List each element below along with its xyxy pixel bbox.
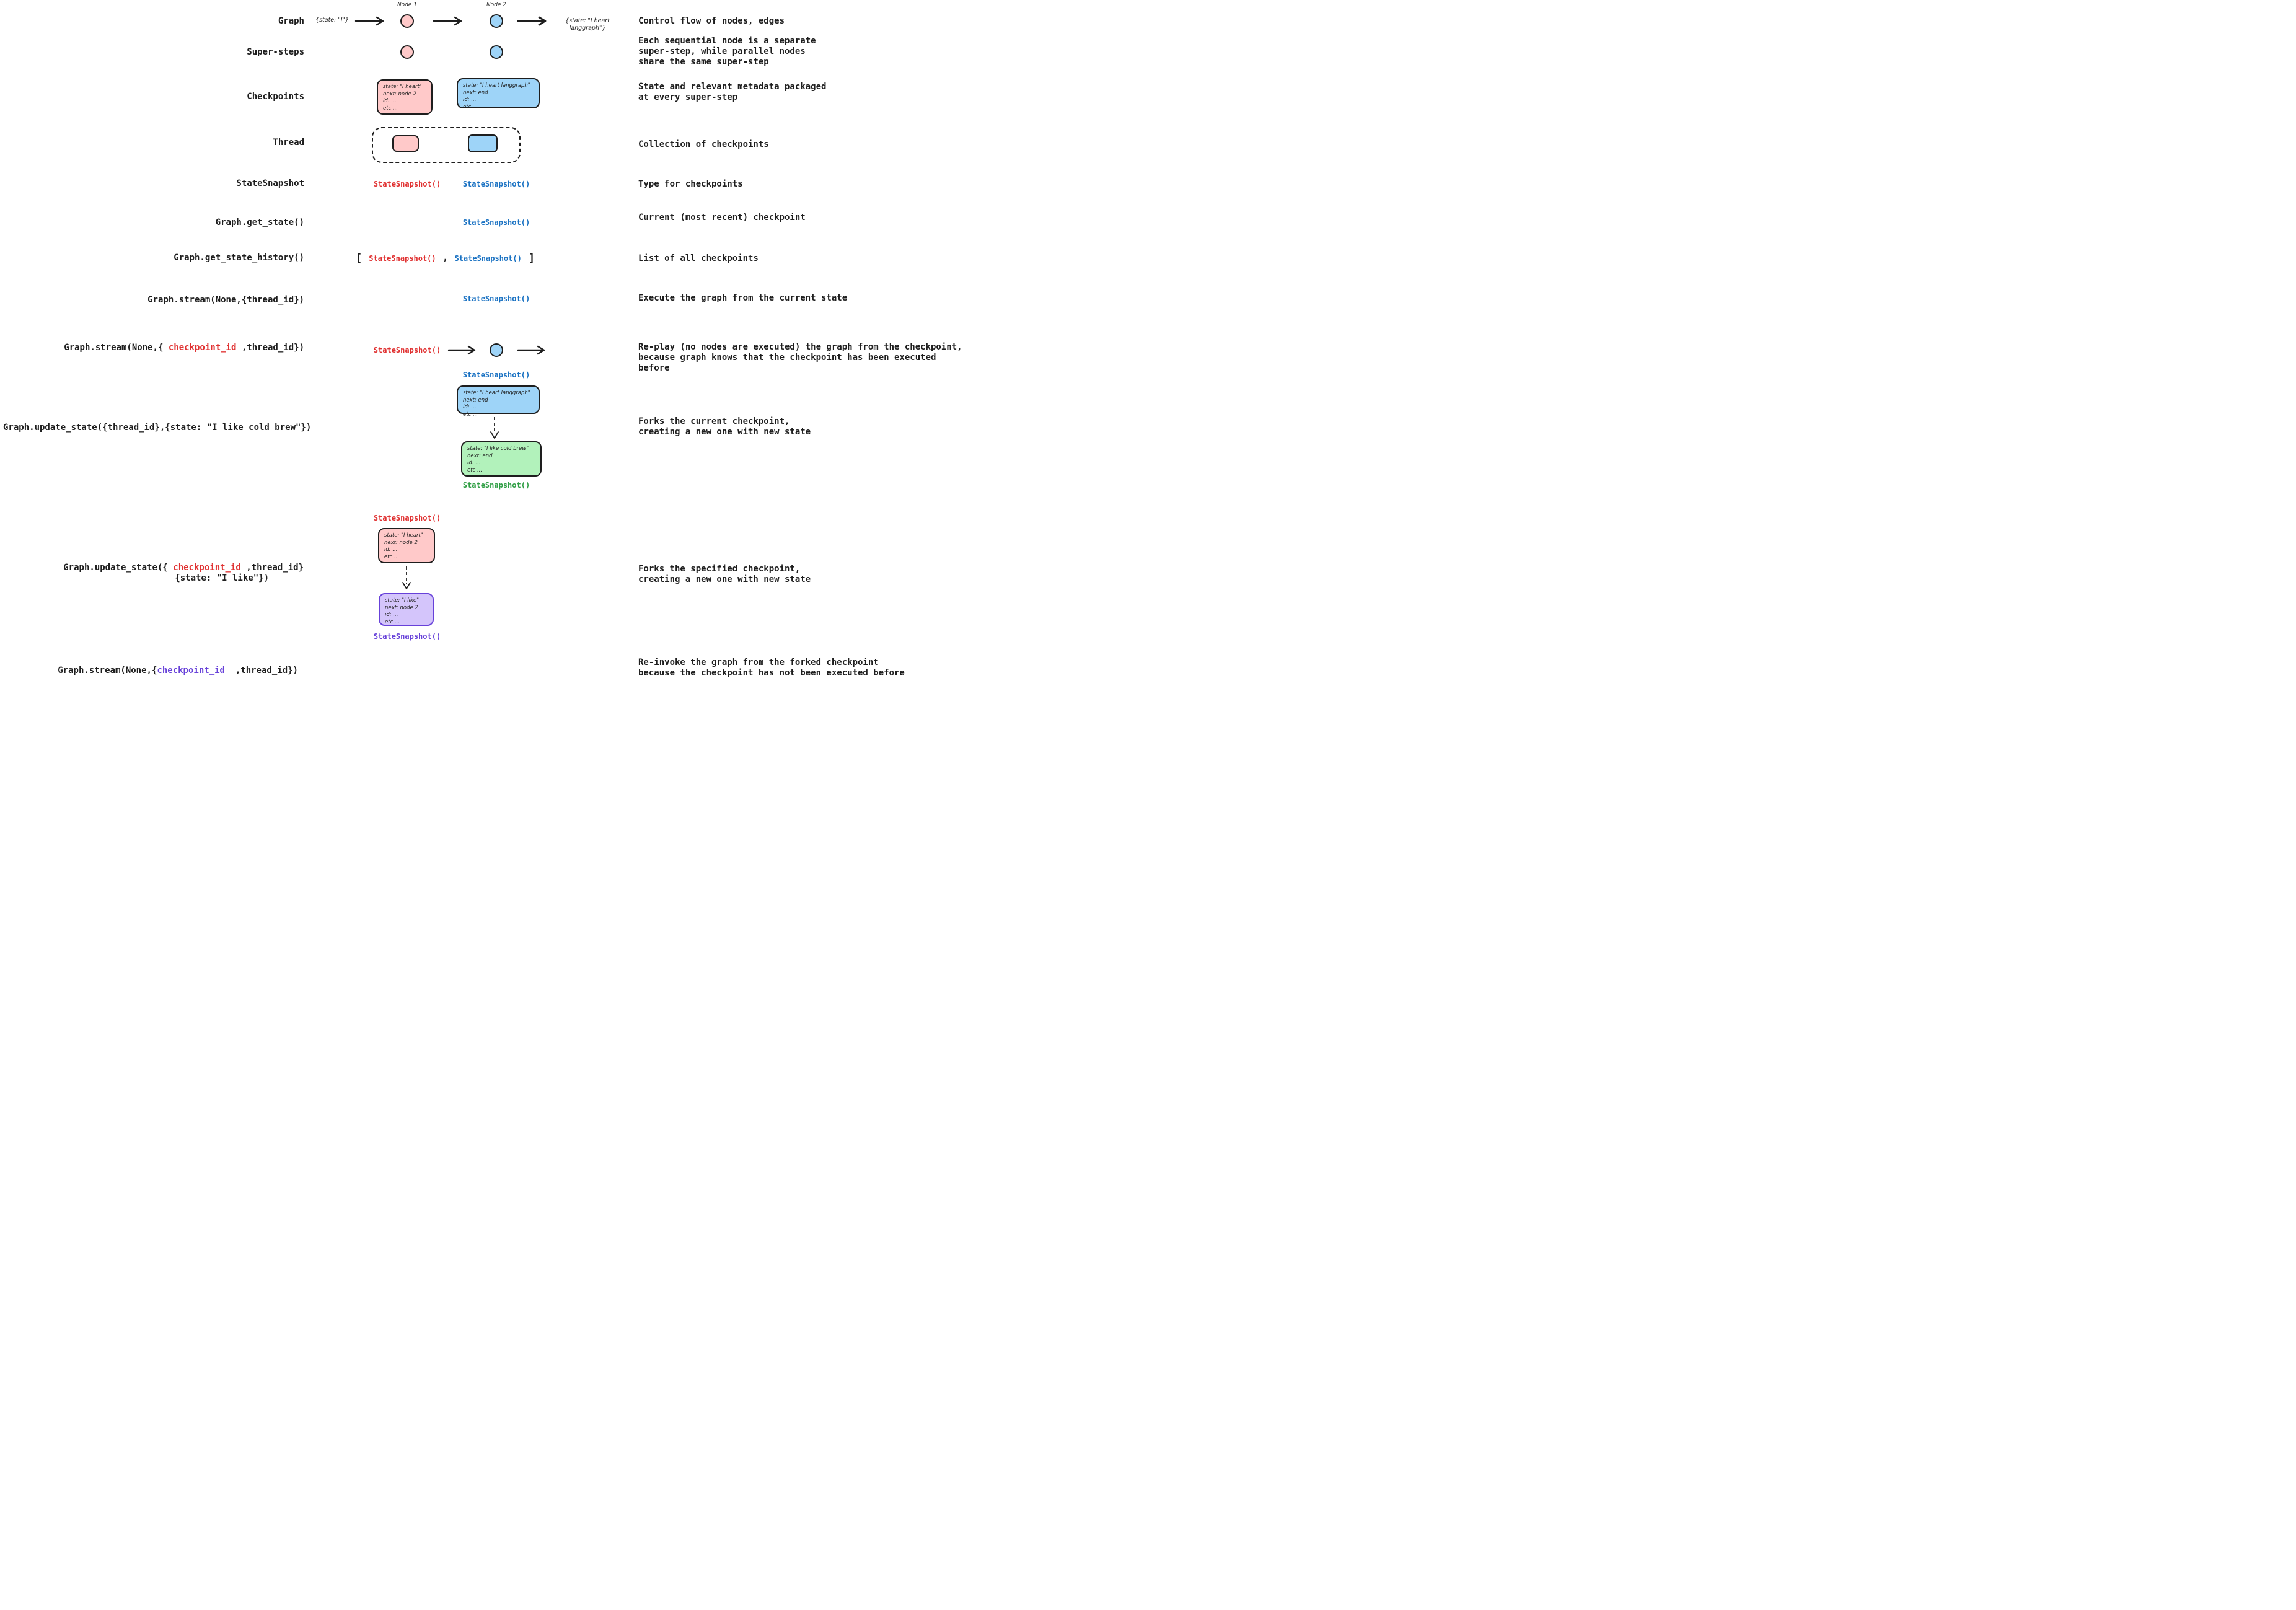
- card-text: etc ...: [467, 467, 483, 473]
- checkpoint-card-heart: state: "I heart" next: node 2 id: ... et…: [378, 528, 435, 563]
- desc-get-state: Current (most recent) checkpoint: [638, 213, 806, 222]
- desc-stream-forked: Re-invoke the graph from the forked chec…: [638, 658, 905, 678]
- snapshot-call-red: StateSnapshot(): [373, 346, 441, 354]
- snapshot-call-red: StateSnapshot(): [369, 254, 436, 263]
- row-label-stream-thread: Graph.stream(None,{thread_id}): [147, 295, 304, 305]
- arrow-right-icon: [447, 345, 478, 355]
- row-label-get-state-history: Graph.get_state_history(): [174, 253, 304, 263]
- card-text: etc ...: [385, 618, 400, 625]
- card-text: id: ...: [463, 97, 477, 103]
- card-text: state: "I like": [385, 597, 420, 604]
- diagram-canvas: Node 1 Node 2 Graph {state: "I"} {state:…: [0, 0, 972, 682]
- card-text: id: ...: [463, 404, 477, 410]
- card-text: next: end: [463, 89, 488, 96]
- arrow-right-icon: [433, 16, 465, 26]
- code-segment: Graph.stream(None,{: [58, 666, 157, 675]
- snapshot-call-blue: StateSnapshot(): [462, 371, 530, 379]
- code-segment: Graph.stream(None,{: [64, 343, 169, 353]
- close-bracket: ]: [528, 252, 535, 265]
- card-text: state: "I heart": [384, 532, 423, 539]
- arrow-down-dashed-icon: [401, 566, 412, 591]
- thread-checkpoint-pink: [392, 135, 419, 152]
- comma: ,: [442, 253, 448, 263]
- card-text: next: node 2: [385, 604, 418, 611]
- checkpoint-card-langgraph: state: "I heart langgraph" next: end id:…: [457, 78, 540, 110]
- row-label-graph: Graph: [278, 16, 304, 26]
- desc-update-state-checkpoint: Forks the specified checkpoint, creating…: [638, 564, 811, 584]
- row-label-statesnapshot: StateSnapshot: [236, 178, 304, 188]
- card-text: state: "I heart": [383, 84, 422, 90]
- checkpoint-id-arg: checkpoint_id: [157, 666, 225, 675]
- arrow-down-dashed-icon: [489, 416, 500, 440]
- snapshot-call-blue: StateSnapshot(): [454, 254, 522, 263]
- card-text: state: "I heart langgraph": [463, 82, 530, 89]
- desc-graph: Control flow of nodes, edges: [638, 16, 785, 26]
- row-label-update-state-checkpoint: Graph.update_state({ checkpoint_id ,thre…: [63, 562, 304, 573]
- arrow-right-icon: [517, 345, 548, 355]
- row-label-thread: Thread: [273, 138, 304, 147]
- snapshot-list: [ StateSnapshot() , StateSnapshot() ]: [356, 253, 535, 264]
- card-text: id: ...: [383, 98, 397, 104]
- card-text: id: ...: [385, 612, 398, 618]
- checkpoint-card-heart: state: "I heart" next: node 2 id: ... et…: [377, 79, 433, 115]
- thread-dashed-box: [372, 127, 521, 163]
- code-segment: Graph.update_state({: [63, 563, 174, 573]
- row-label-update-state-thread: Graph.update_state({thread_id},{state: "…: [3, 423, 312, 433]
- card-text: next: end: [463, 397, 488, 403]
- desc-stream-thread: Execute the graph from the current state: [638, 293, 848, 303]
- card-text: etc ...: [463, 103, 478, 110]
- card-text: next: node 2: [384, 539, 418, 546]
- card-text: next: node 2: [383, 90, 416, 97]
- snapshot-call-blue: StateSnapshot(): [462, 294, 530, 303]
- replay-node-circle: [490, 343, 503, 357]
- card-text: etc ...: [383, 105, 398, 112]
- code-segment: ,thread_id}: [240, 563, 304, 573]
- card-text: etc ...: [384, 553, 400, 560]
- checkpoint-card-like: state: "I like" next: node 2 id: ... etc…: [379, 593, 434, 626]
- super-step-node2-circle: [490, 45, 503, 59]
- row-label-stream-forked: Graph.stream(None,{checkpoint_id ,thread…: [58, 665, 298, 676]
- desc-get-state-history: List of all checkpoints: [638, 253, 759, 263]
- snapshot-call-blue: StateSnapshot(): [462, 218, 530, 227]
- card-text: next: end: [467, 452, 493, 459]
- snapshot-call-blue: StateSnapshot(): [462, 180, 530, 188]
- arrow-right-icon: [354, 16, 387, 26]
- card-text: id: ...: [384, 547, 398, 553]
- desc-stream-checkpoint: Re-play (no nodes are executed) the grap…: [638, 342, 962, 373]
- code-segment: ,thread_id}): [236, 343, 304, 353]
- desc-update-state-thread: Forks the current checkpoint, creating a…: [638, 416, 811, 437]
- desc-statesnapshot: Type for checkpoints: [638, 179, 743, 189]
- row-label-update-state-checkpoint-line2: {state: "I like"}): [175, 573, 269, 583]
- checkpoint-card-coldbrew: state: "I like cold brew" next: end id: …: [461, 441, 542, 477]
- card-text: state: "I heart langgraph": [463, 390, 530, 396]
- row-label-get-state: Graph.get_state(): [215, 218, 304, 227]
- snapshot-call-green: StateSnapshot(): [462, 481, 530, 490]
- snapshot-call-red: StateSnapshot(): [373, 514, 441, 522]
- row-label-stream-checkpoint: Graph.stream(None,{ checkpoint_id ,threa…: [64, 342, 304, 353]
- thread-checkpoint-blue: [468, 134, 498, 152]
- snapshot-call-red: StateSnapshot(): [373, 180, 441, 188]
- node1-circle: [400, 14, 414, 28]
- card-text: id: ...: [467, 460, 481, 466]
- node2-circle: [490, 14, 503, 28]
- snapshot-call-purple: StateSnapshot(): [373, 632, 441, 641]
- card-text: state: "I like cold brew": [467, 446, 529, 452]
- checkpoint-id-arg: checkpoint_id: [173, 563, 241, 573]
- super-step-node1-circle: [400, 45, 414, 59]
- desc-thread: Collection of checkpoints: [638, 139, 769, 149]
- card-text: etc ...: [463, 411, 478, 418]
- node1-label: Node 1: [397, 2, 418, 8]
- node2-label: Node 2: [486, 2, 507, 8]
- desc-checkpoints: State and relevant metadata packaged at …: [638, 82, 827, 102]
- checkpoint-id-arg: checkpoint_id: [168, 343, 237, 353]
- checkpoint-card-langgraph: state: "I heart langgraph" next: end id:…: [457, 385, 540, 418]
- arrow-right-icon: [517, 16, 549, 26]
- graph-output-state: {state: "I heart langgraph"}: [565, 17, 610, 32]
- graph-input-state: {state: "I"}: [315, 17, 349, 24]
- code-segment: ,thread_id}): [224, 666, 298, 675]
- desc-super-steps: Each sequential node is a separate super…: [638, 36, 816, 67]
- row-label-checkpoints: Checkpoints: [247, 92, 304, 102]
- open-bracket: [: [356, 252, 363, 265]
- row-label-super-steps: Super-steps: [247, 47, 304, 57]
